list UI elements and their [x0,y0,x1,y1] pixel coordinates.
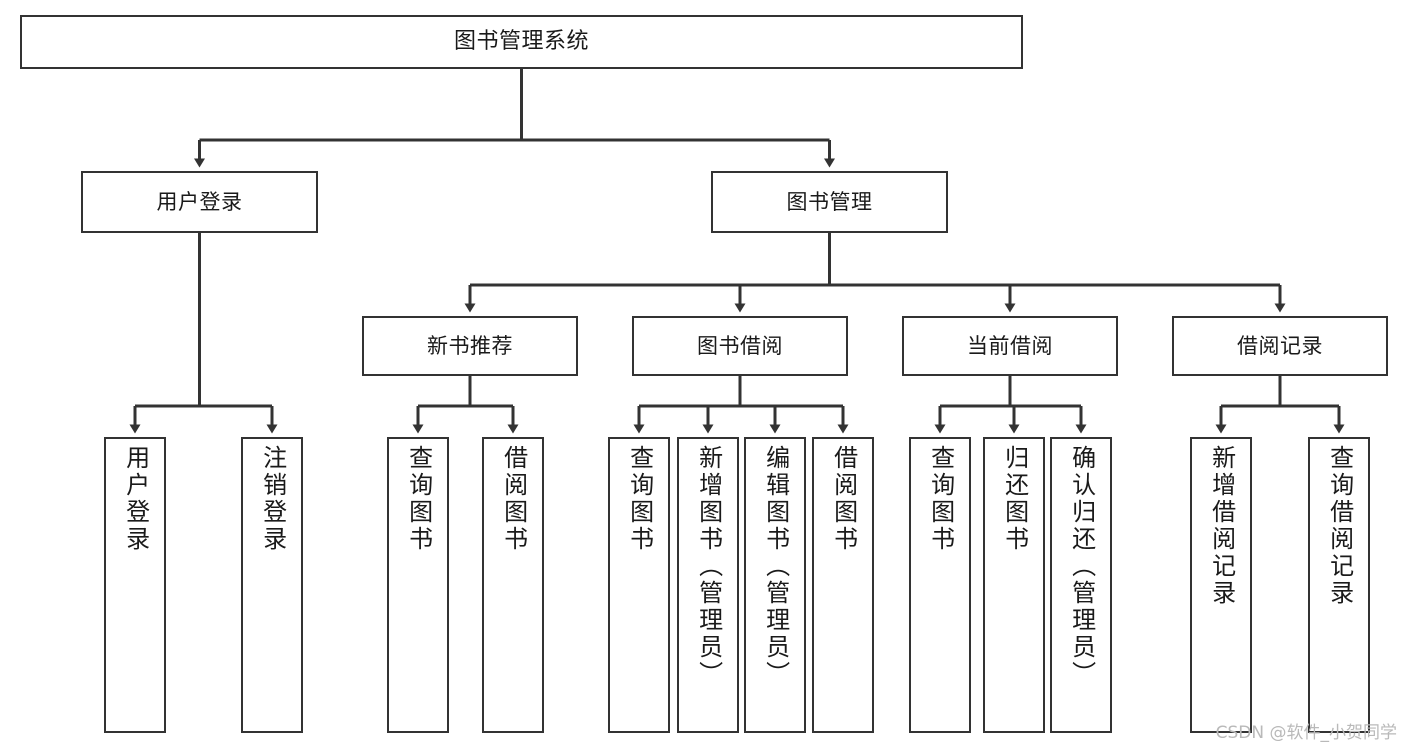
node-new-book-rec-label: 新书推荐 [427,333,513,358]
node-leaf-logout[interactable]: 注销登录 [241,437,303,733]
node-leaf-borrow-book-1[interactable]: 借阅图书 [482,437,544,733]
node-leaf-logout-label: 注销登录 [258,445,287,553]
node-leaf-add-book[interactable]: 新增图书（管理员） [677,437,739,733]
node-leaf-query-book-3-label: 查询图书 [926,445,955,553]
node-user-login[interactable]: 用户登录 [81,171,318,233]
node-user-login-label: 用户登录 [156,189,243,214]
node-new-book-rec[interactable]: 新书推荐 [362,316,578,376]
node-leaf-borrow-book-1-label: 借阅图书 [499,445,528,553]
node-leaf-return-book[interactable]: 归还图书 [983,437,1045,733]
node-leaf-query-book-1-label: 查询图书 [404,445,433,553]
node-leaf-borrow-book-2[interactable]: 借阅图书 [812,437,874,733]
node-leaf-query-book-3[interactable]: 查询图书 [909,437,971,733]
node-book-manage[interactable]: 图书管理 [711,171,948,233]
node-leaf-return-book-label: 归还图书 [1000,445,1029,553]
node-leaf-edit-book-label: 编辑图书（管理员） [761,445,790,688]
node-leaf-query-book-2-label: 查询图书 [625,445,654,553]
node-leaf-add-record[interactable]: 新增借阅记录 [1190,437,1252,733]
node-book-manage-label: 图书管理 [786,189,873,214]
node-leaf-add-book-label: 新增图书（管理员） [694,445,723,688]
node-book-borrow-label: 图书借阅 [697,333,783,358]
node-leaf-edit-book[interactable]: 编辑图书（管理员） [744,437,806,733]
node-leaf-borrow-book-2-label: 借阅图书 [829,445,858,553]
node-borrow-record[interactable]: 借阅记录 [1172,316,1388,376]
node-leaf-user-login[interactable]: 用户登录 [104,437,166,733]
node-leaf-confirm-return-label: 确认归还（管理员） [1067,445,1096,688]
node-leaf-query-record-label: 查询借阅记录 [1325,445,1354,607]
node-leaf-user-login-label: 用户登录 [121,445,150,553]
node-leaf-add-record-label: 新增借阅记录 [1207,445,1236,607]
node-leaf-query-book-2[interactable]: 查询图书 [608,437,670,733]
node-leaf-confirm-return[interactable]: 确认归还（管理员） [1050,437,1112,733]
node-current-borrow[interactable]: 当前借阅 [902,316,1118,376]
node-borrow-record-label: 借阅记录 [1237,333,1323,358]
node-root[interactable]: 图书管理系统 [20,15,1023,69]
node-root-label: 图书管理系统 [453,29,589,55]
node-leaf-query-record[interactable]: 查询借阅记录 [1308,437,1370,733]
node-book-borrow[interactable]: 图书借阅 [632,316,848,376]
csdn-watermark: CSDN @软件_小贺同学 [1215,723,1397,743]
node-leaf-query-book-1[interactable]: 查询图书 [387,437,449,733]
node-current-borrow-label: 当前借阅 [967,333,1053,358]
